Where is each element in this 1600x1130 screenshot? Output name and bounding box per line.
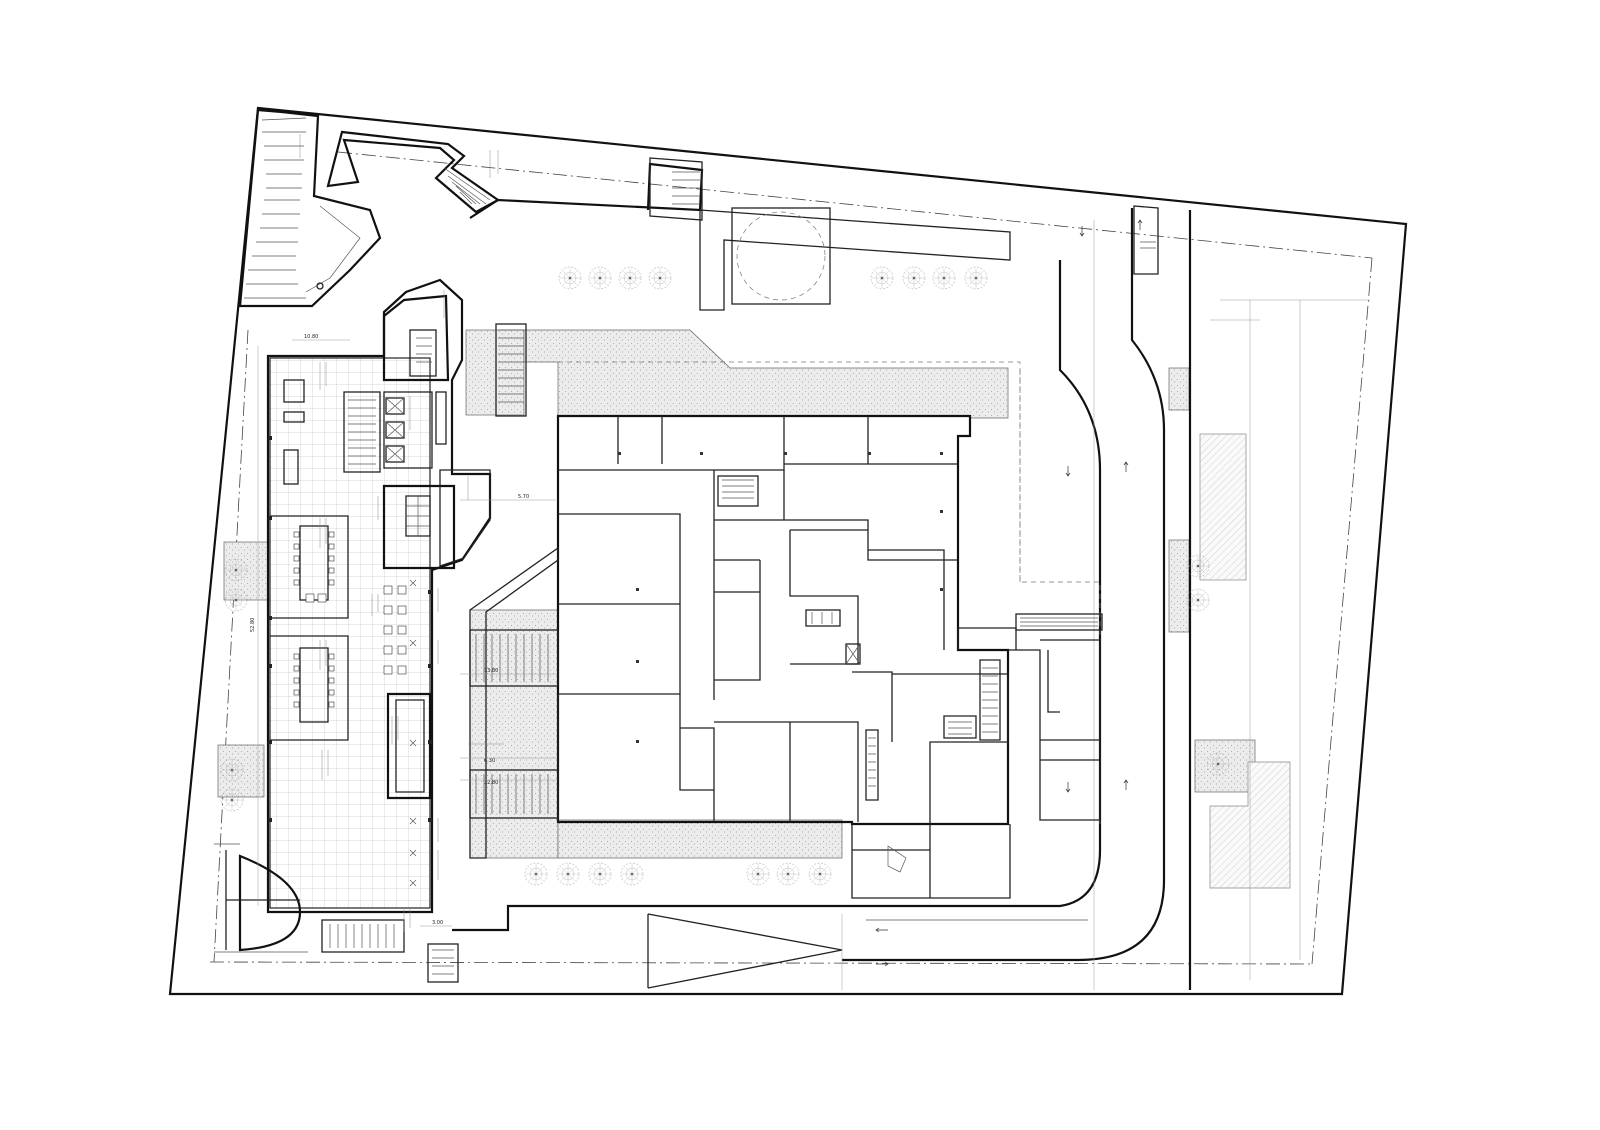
parking-ramp: [647, 913, 843, 990]
dimension-10-80: 10.80: [304, 334, 318, 340]
circular-pavilion: [731, 207, 831, 305]
dimension-13-80: 13.80: [484, 668, 498, 674]
dimension-5-70: 5.70: [518, 494, 529, 500]
dimension-12-80: 12.80: [484, 780, 498, 786]
setback-lines: [209, 151, 1373, 965]
room-label-marks: [299, 134, 504, 932]
direction-arrows: [875, 219, 1143, 967]
site-boundary: [168, 106, 1408, 996]
access-road: [452, 208, 1166, 990]
dimension-6-30: 6.30: [484, 758, 495, 764]
dimension-labels: 10.80 52.80 5.70 13.80 6.30 12.80 3.00: [250, 334, 529, 926]
central-stairs: [469, 323, 559, 859]
entrance-ramp: [238, 108, 382, 308]
north-stair: [326, 130, 1011, 311]
dimension-lines: [257, 339, 556, 927]
main-building: [556, 361, 1103, 899]
neighbor-buildings: [1199, 299, 1370, 980]
rotunda: [214, 843, 459, 983]
dimension-3-00: 3.00: [432, 920, 443, 926]
west-building: [266, 278, 492, 914]
dimension-52-80: 52.80: [250, 618, 256, 632]
